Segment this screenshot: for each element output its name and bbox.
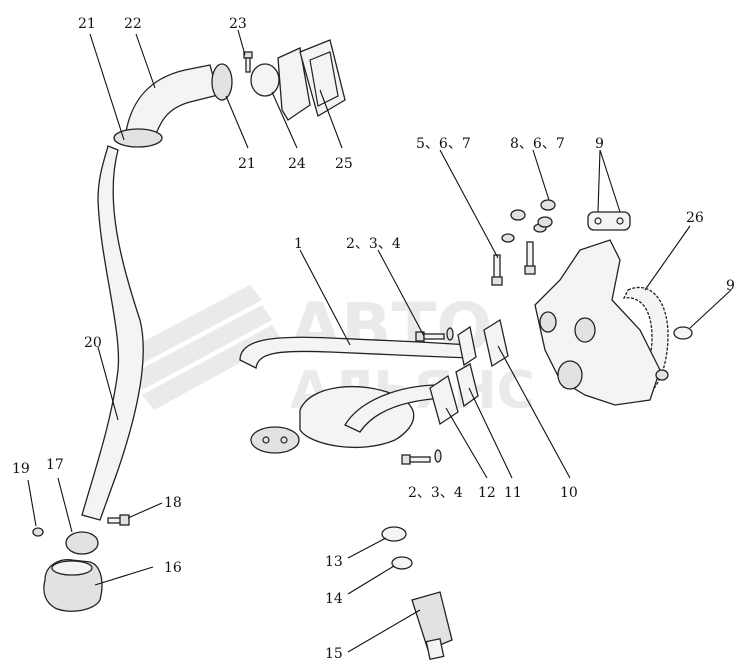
leader-13	[347, 537, 387, 559]
callout-24: 24	[288, 156, 306, 172]
part-18-bolt	[107, 514, 130, 526]
part-2-3-4-bolt-bottom	[401, 449, 442, 465]
leader-11	[468, 387, 513, 479]
part-25-gasket-hole	[309, 51, 339, 107]
part-2-3-4-bolt-top	[415, 327, 454, 342]
callout-10: 10	[560, 485, 578, 501]
part-14-washer	[391, 556, 413, 570]
callout-9-right: 9	[726, 278, 735, 294]
leader-8-6-7	[532, 149, 550, 201]
callout-14: 14	[325, 591, 343, 607]
leader-18	[127, 502, 163, 519]
callout-20: 20	[84, 335, 102, 351]
part-17-clamp	[65, 531, 99, 555]
part-20-long-tube	[81, 145, 144, 521]
part-12-flange	[429, 374, 459, 426]
leader-lines	[27, 29, 732, 653]
boot-opening	[51, 560, 93, 576]
part-22-elbow-hose	[124, 64, 219, 146]
part-9-plate-top	[587, 211, 631, 231]
leader-17	[57, 477, 73, 533]
callout-11: 11	[504, 485, 522, 501]
leader-9-right	[689, 289, 732, 329]
part-21-clamp-lower	[113, 128, 163, 148]
callout-labels: 21 22 23 21 24 25 5、6、7 8、6、7 9 26 1 2、3…	[12, 16, 735, 662]
callout-22: 22	[124, 16, 142, 32]
part-21-clamp-upper	[211, 63, 233, 101]
part-8-6-7-nuts	[510, 199, 556, 228]
leader-21-top	[89, 33, 125, 141]
pump-port-middle	[574, 317, 596, 343]
callout-1: 1	[294, 236, 303, 252]
part-23-bolt	[243, 51, 253, 73]
callout-8-6-7: 8、6、7	[510, 136, 565, 152]
callout-12: 12	[478, 485, 496, 501]
leader-12	[445, 407, 488, 479]
part-1-flange	[250, 426, 300, 454]
leader-14	[347, 565, 395, 595]
callout-2-3-4-top: 2、3、4	[346, 236, 401, 252]
part-10-gasket	[483, 318, 509, 368]
leader-2-3-4-top	[377, 249, 425, 337]
callout-23: 23	[229, 16, 247, 32]
leader-16	[94, 566, 154, 586]
pump-port-left	[539, 311, 557, 333]
callout-16: 16	[164, 560, 182, 576]
leader-9-top-a	[597, 149, 601, 213]
leader-26	[644, 225, 691, 291]
leader-1	[299, 249, 351, 346]
leader-15	[347, 609, 421, 653]
callout-5-6-7: 5、6、7	[416, 136, 471, 152]
leader-25	[319, 89, 343, 149]
callout-19: 19	[12, 461, 30, 477]
callout-21-mid: 21	[238, 156, 256, 172]
part-24-pipe-fitting	[250, 47, 311, 121]
callout-26: 26	[686, 210, 704, 226]
callout-17: 17	[46, 457, 64, 473]
pump-port-lower	[557, 360, 583, 390]
pump-shaft-end	[655, 369, 669, 381]
callout-25: 25	[335, 156, 353, 172]
part-19-nut	[32, 527, 44, 537]
flange-hole-left	[262, 436, 270, 444]
leader-20	[97, 346, 119, 421]
callout-13: 13	[325, 554, 343, 570]
callout-18: 18	[164, 495, 182, 511]
leader-21-mid	[225, 95, 249, 149]
leader-19	[27, 479, 37, 527]
leader-5-6-7	[439, 149, 499, 259]
part-15-valve	[411, 591, 453, 661]
leader-9-top-b	[599, 149, 621, 213]
callout-9-top: 9	[595, 136, 604, 152]
part-5-6-7-studs	[491, 223, 547, 286]
leader-23	[237, 29, 246, 56]
leader-24	[271, 91, 298, 149]
flange-hole-right	[280, 436, 288, 444]
part-pipe-end-flange	[457, 325, 477, 367]
leader-10	[497, 345, 571, 479]
callout-2-3-4-bottom: 2、3、4	[408, 485, 463, 501]
leader-22	[135, 33, 156, 89]
part-13-washer	[381, 526, 407, 542]
part-9-washer-right	[673, 326, 693, 340]
callout-15: 15	[325, 646, 343, 662]
callout-21-top: 21	[78, 16, 96, 32]
